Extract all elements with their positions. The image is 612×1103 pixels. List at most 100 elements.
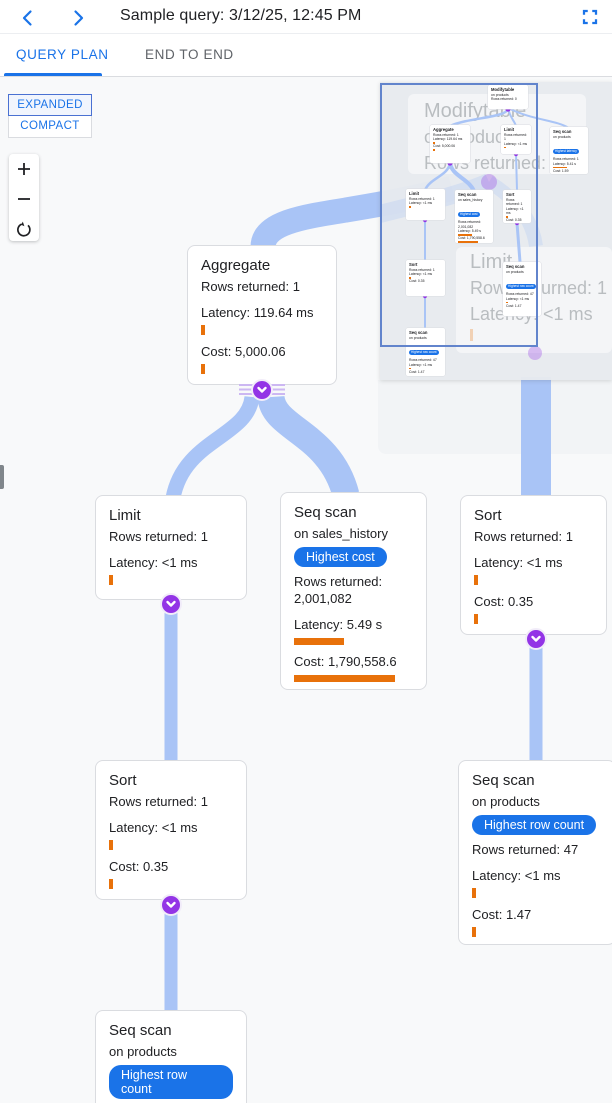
plan-node-aggregate[interactable]: Aggregate Rows returned: 1 Latency: 119.… [187,245,337,385]
minimap-node-sort-left: Sort Rows returned: 1 Latency: <1 ms Cos… [406,260,445,296]
mini-cost: Cost: 1.47 [409,369,425,374]
mini-rows: Rows returned: 1 [409,267,435,272]
node-latency: Latency: <1 ms [472,867,561,883]
plan-node-limit[interactable]: Limit Rows returned: 1 Latency: <1 ms [95,495,247,600]
mini-table: on products [491,92,509,97]
node-rows: Rows returned: 1 [474,529,573,544]
mini-rows: Rows returned: 1 [506,197,523,207]
minimap-node-seqscan-products-right: Seq scan on products Highest row count R… [503,262,541,316]
plan-node-sort-left[interactable]: Sort Rows returned: 1 Latency: <1 ms Cos… [95,760,247,900]
node-latency: Latency: 5.49 s [294,616,383,632]
node-cost: Cost: 1,790,558.6 [294,653,397,669]
ghost-chevron [528,346,542,360]
mini-bar [504,146,506,149]
latency-bar [109,574,113,585]
mini-bar [506,301,508,304]
active-tab-underline [4,73,102,76]
mini-latency: Latency: 5.41 s [553,161,576,166]
plan-node-sort-right[interactable]: Sort Rows returned: 1 Latency: <1 ms Cos… [460,495,607,635]
compact-toggle-button[interactable]: COMPACT [8,116,92,138]
minimap-node-modifytable: Modifytable on products Rows returned: 0 [488,85,528,109]
mini-title: Modifytable [491,87,515,92]
tab-end-to-end[interactable]: END TO END [145,47,234,62]
zoom-out-button[interactable] [9,184,39,213]
mini-rows: Rows returned: 2,001,082 [458,220,481,229]
panel-drag-handle[interactable] [0,465,4,489]
node-rows: Rows returned: 2,001,082 [294,574,383,606]
mini-latency: Latency: <1 ms [409,362,433,367]
cost-bar [294,674,395,682]
zoom-in-button[interactable] [9,154,39,183]
node-title: Aggregate [201,257,271,274]
node-title: Sort [109,772,137,789]
node-latency: Latency: <1 ms [474,554,563,570]
plan-node-seqscan-products-bottom[interactable]: Seq scan on products Highest row count R… [95,1010,247,1103]
query-plan-canvas[interactable]: EXPANDED COMPACT Aggregate Rows returned… [0,77,612,1103]
mini-cost: Cost: 1,790,558.6 [458,236,485,241]
plan-node-seqscan-sales-history[interactable]: Seq scan on sales_history Highest cost R… [280,492,427,690]
node-cost: Cost: 0.35 [474,593,534,609]
forward-chevron-icon[interactable] [68,8,88,28]
mini-bar [506,216,508,218]
node-rows: Rows returned: 47 [472,842,579,857]
mini-title: Seq scan [458,192,477,197]
mini-latency: Latency: <1 ms [409,201,433,206]
ghost-title: Limit [470,251,513,273]
mini-bar [409,206,411,208]
node-rows: Rows returned: 1 [109,529,208,544]
node-title: Seq scan [294,504,357,521]
minimap-node-seqscan-products-bottom: Seq scan on products Highest row count R… [406,328,445,376]
tab-query-plan[interactable]: QUERY PLAN [16,47,109,62]
mini-badge: Highest latency [553,149,579,154]
latency-bar [294,637,344,645]
node-title: Seq scan [109,1022,172,1039]
mini-bar [458,241,478,243]
highest-row-count-badge: Highest row count [109,1065,233,1099]
mini-latency: Latency: 5.49 s [458,229,481,234]
expanded-toggle-button[interactable]: EXPANDED [8,94,92,116]
node-cost: Cost: 5,000.06 [201,343,286,359]
node-rows: Rows returned: 1 [201,279,300,294]
mini-title: Limit [504,127,515,132]
mini-table: on products [409,335,427,340]
mini-badge: Highest cost [458,212,480,217]
header-bar: Sample query: 3/12/25, 12:45 PM [0,0,612,34]
mini-badge: Highest row count [409,350,439,355]
mini-cost: Cost: 0.35 [409,279,425,284]
collapse-chevron-sort-left[interactable] [160,894,182,916]
minimap-node-limit-left: Limit Rows returned: 1 Latency: <1 ms [406,189,445,220]
ghost-node-remnant [378,380,612,454]
latency-bar [474,574,478,585]
collapse-chevron-sort-right[interactable] [525,628,547,650]
tab-bar: QUERY PLAN END TO END [0,34,612,77]
zoom-toolbar [9,154,39,241]
mini-title: Limit [409,191,420,196]
node-latency: Latency: 119.64 ms [201,304,314,320]
collapse-chevron-limit[interactable] [160,593,182,615]
highest-row-count-badge: Highest row count [472,815,597,835]
cost-bar [474,613,478,624]
reset-view-button[interactable] [9,214,39,243]
mini-rows: Rows returned: 47 [506,292,534,297]
mini-title: Seq scan [553,129,572,134]
fullscreen-icon[interactable] [581,8,599,26]
latency-bar [472,887,476,898]
mini-latency: Latency: <1 ms [506,206,524,216]
highest-cost-badge: Highest cost [294,547,387,567]
collapse-chevron-aggregate[interactable] [251,379,273,401]
minimap-viewport-rect[interactable] [380,83,538,347]
node-rows: Rows returned: 1 [109,794,208,809]
plan-node-seqscan-products-right[interactable]: Seq scan on products Highest row count R… [458,760,612,945]
plan-minimap[interactable]: Modifytable on products Rows returned: 0… [380,82,612,380]
mini-title: Aggregate [433,127,454,132]
mini-title: Sort [409,262,418,267]
mini-cost: Cost: 0.35 [506,218,522,223]
mini-title: Seq scan [506,264,525,269]
mini-latency: Latency: 119.64 ms [433,137,463,142]
mini-latency: Latency: <1 ms [504,141,528,146]
mini-bar [409,367,411,370]
edge-aggregate-to-limit [165,395,260,500]
node-table: on products [472,794,540,809]
back-chevron-icon[interactable] [18,8,38,28]
minimap-node-limit: Limit Rows returned: 1 Latency: <1 ms [501,125,531,154]
